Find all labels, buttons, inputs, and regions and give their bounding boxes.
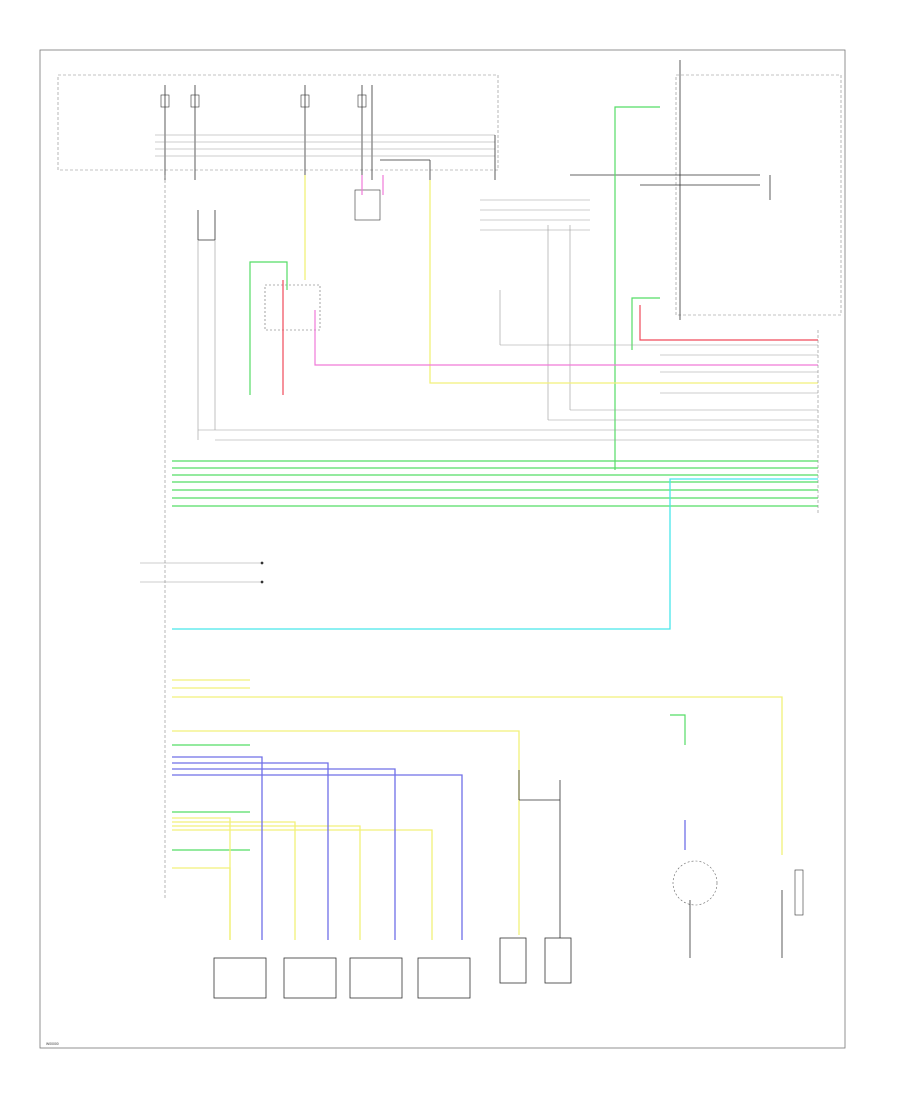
component-box-6 (544, 937, 572, 984)
wires-yellow (172, 175, 818, 940)
right-upper-wires (480, 60, 771, 420)
control-box-outline (675, 74, 842, 316)
fuse-group (155, 85, 496, 180)
footer-code: W00000 (46, 1042, 59, 1046)
wires-green (172, 106, 818, 851)
component-box-4 (417, 957, 471, 999)
wire-cyan (172, 478, 818, 630)
component-box-1 (213, 957, 267, 999)
wires-blue (172, 756, 686, 940)
component-box-2 (283, 957, 337, 999)
fuse-box-outline (57, 74, 499, 171)
wires-gray-right (198, 344, 818, 441)
left-connector-stubs (140, 561, 264, 584)
diagram-border (39, 49, 846, 1049)
wires-pink-red (282, 175, 818, 395)
bottom-components (213, 770, 804, 999)
resistor-stack (794, 869, 804, 916)
component-box-5 (499, 937, 527, 984)
position-sensor (672, 860, 718, 906)
component-box-3 (349, 957, 403, 999)
upper-switches (197, 159, 431, 440)
